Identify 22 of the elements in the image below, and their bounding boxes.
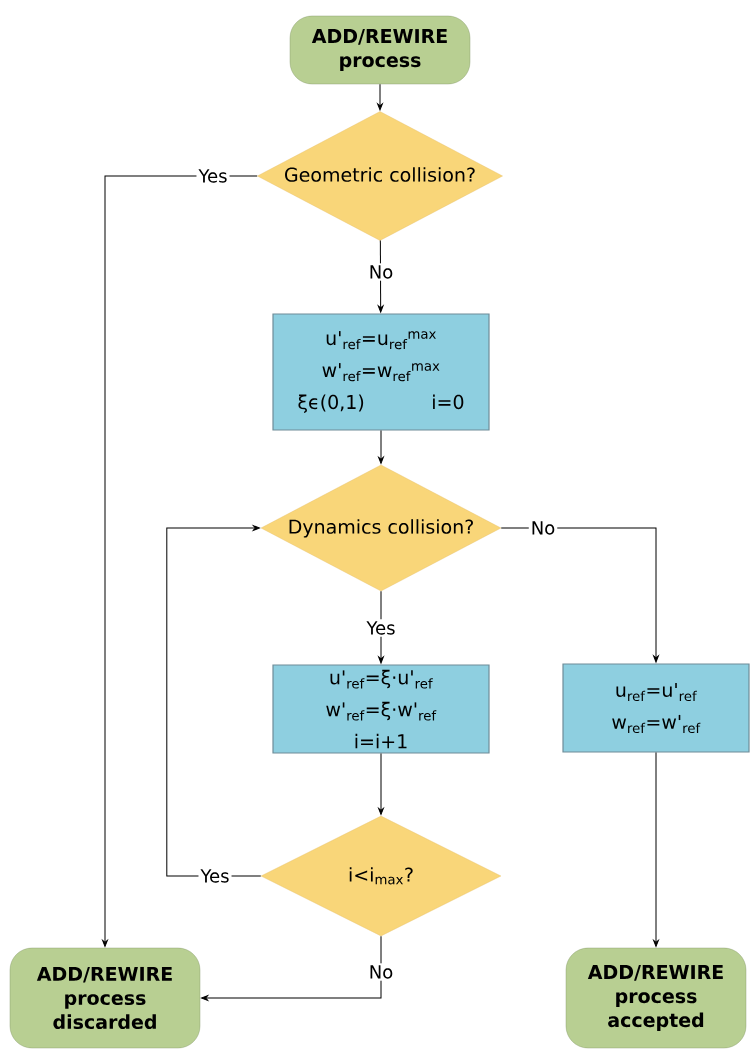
arrow (377, 240, 384, 313)
edge-label: No (366, 963, 396, 981)
terminal-box: ADD/REWIRE process accepted (565, 947, 747, 1049)
arrow (377, 83, 383, 111)
arrow (500, 527, 659, 663)
process-box: u'$_{ref}$=u$_{ref}$max w'$_{ref}$=w$_{ref}$max ξϵ(0,1) i=0 (272, 313, 490, 431)
arrow (378, 590, 384, 664)
edge-label: Yes (364, 619, 398, 637)
arrow (201, 935, 382, 1001)
terminal-box: ADD/REWIRE process discarded (9, 947, 201, 1049)
edge-label: No (366, 263, 396, 281)
edge-label: Yes (196, 167, 230, 185)
edge-label: No (528, 519, 558, 537)
arrow (653, 752, 659, 947)
arrow (378, 430, 384, 464)
arrow (166, 525, 262, 877)
process-box: u'$_{ref}$=ξ·u'$_{ref}$ w'$_{ref}$=ξ·w'$_{ref}$ i=i+1 (272, 664, 490, 754)
arrow (378, 753, 384, 815)
terminal-box: ADD/REWIRE process (289, 15, 471, 85)
arrow (102, 175, 258, 947)
process-box: u$_{ref}$=u'$_{ref}$ w$_{ref}$=w'$_{ref}$ (562, 663, 750, 753)
edge-label: Yes (198, 867, 232, 885)
